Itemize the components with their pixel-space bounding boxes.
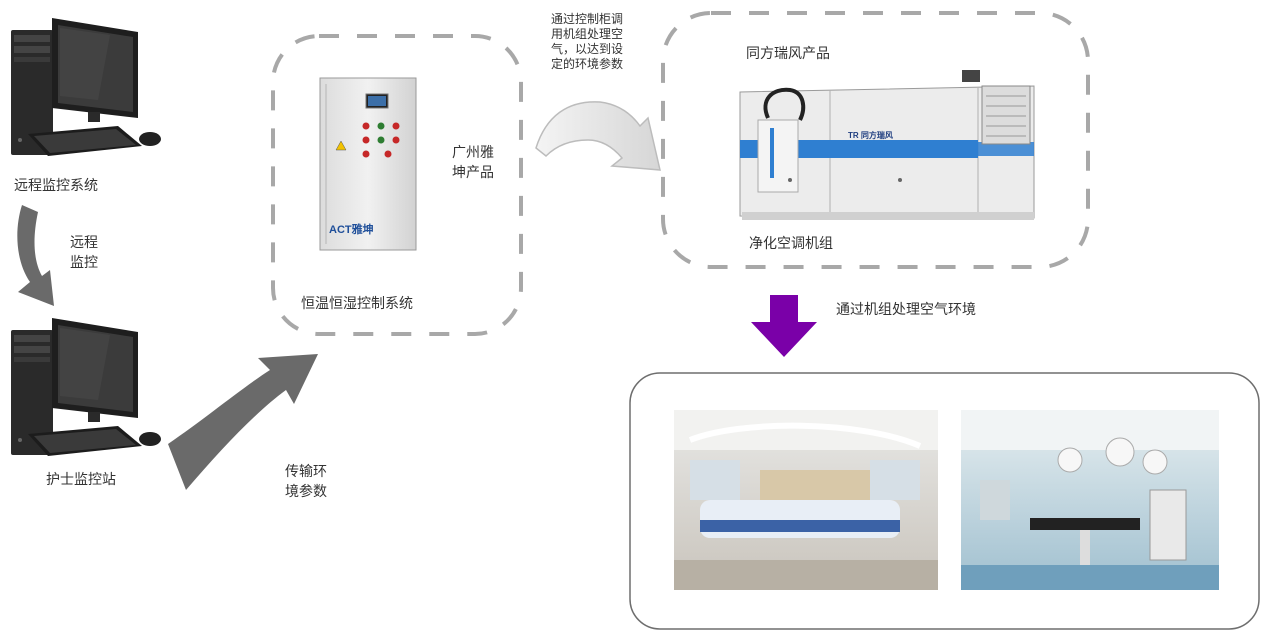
- remote-control-arrow: [17, 205, 54, 306]
- nurse-station-photo: [674, 410, 938, 590]
- remote-monitor-computer-icon: [11, 18, 161, 156]
- nurse-station-computer-icon: [11, 318, 161, 456]
- remote-control-label: 远程 监控: [70, 235, 98, 271]
- tongfang-product-label: 同方瑞风产品: [746, 46, 830, 62]
- control-to-ahu-arrow: [535, 101, 661, 171]
- guangzhou-product-label: 广州雅 坤产品: [452, 145, 494, 181]
- control-note-label: 通过控制柜调 用机组处理空 气，以达到设 定的环境参数: [551, 12, 624, 71]
- nurse-station-label: 护士监控站: [46, 472, 116, 488]
- control-cabinet-image: [319, 77, 417, 251]
- ahu-frame: [661, 11, 1090, 269]
- transmit-arrow: [168, 354, 318, 490]
- cabinet-logo: ACT雅坤: [329, 224, 374, 236]
- remote-monitor-label: 远程监控系统: [14, 178, 98, 194]
- scene-frame: [629, 372, 1260, 630]
- purification-ahu-image: [739, 70, 1035, 220]
- process-air-label: 通过机组处理空气环境: [836, 302, 976, 318]
- process-air-arrow: [751, 295, 817, 357]
- transmit-label: 传输环 境参数: [285, 464, 327, 500]
- purification-unit-label: 净化空调机组: [749, 236, 833, 252]
- operating-room-photo: [961, 410, 1219, 590]
- control-system-label: 恒温恒湿控制系统: [301, 296, 413, 312]
- control-system-frame: [271, 34, 523, 336]
- ahu-logo: TR 同方瑞风: [848, 131, 893, 140]
